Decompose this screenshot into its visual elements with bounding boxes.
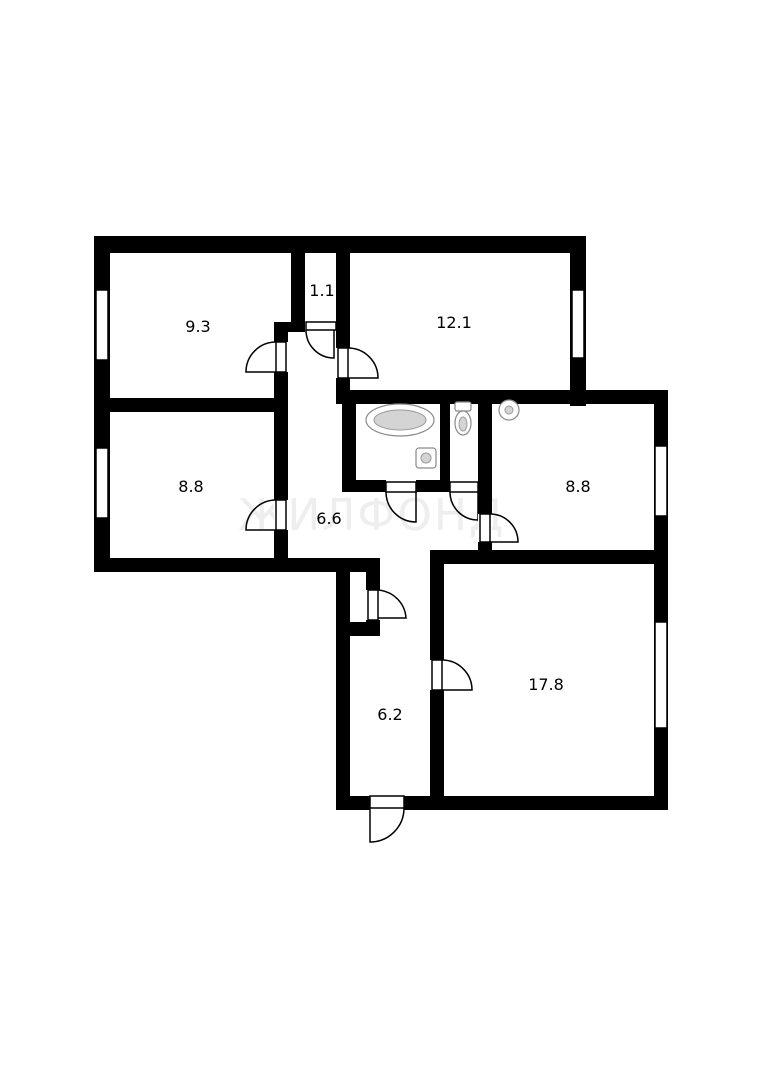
door bbox=[337, 347, 349, 379]
window bbox=[654, 445, 668, 517]
door bbox=[305, 321, 337, 331]
room-area-label: 9.3 bbox=[185, 317, 210, 336]
window bbox=[654, 621, 668, 729]
room-area-label: 8.8 bbox=[178, 477, 203, 496]
door bbox=[431, 659, 443, 691]
window bbox=[95, 447, 109, 519]
room-area-label: 8.8 bbox=[565, 477, 590, 496]
room-area-label: 6.2 bbox=[377, 705, 402, 724]
door bbox=[479, 513, 491, 543]
room-area-label: 6.6 bbox=[316, 509, 341, 528]
room-area-label: 17.8 bbox=[528, 675, 564, 694]
door bbox=[385, 481, 417, 493]
area-labels: 9.3 1.1 12.1 8.8 6.6 8.8 6.2 17.8 bbox=[178, 281, 590, 724]
windows bbox=[95, 289, 668, 729]
door bbox=[369, 795, 405, 809]
door bbox=[275, 499, 287, 531]
window bbox=[95, 289, 109, 361]
fixtures bbox=[365, 399, 520, 469]
bathtub-icon bbox=[365, 403, 435, 437]
door bbox=[449, 481, 479, 493]
sink-icon bbox=[498, 399, 520, 421]
sink-icon bbox=[415, 447, 437, 469]
window bbox=[571, 289, 585, 359]
doors bbox=[245, 321, 519, 843]
room-area-label: 12.1 bbox=[436, 313, 472, 332]
toilet-icon bbox=[454, 401, 472, 436]
room-area-label: 1.1 bbox=[309, 281, 334, 300]
door bbox=[275, 341, 287, 373]
door bbox=[367, 589, 379, 621]
